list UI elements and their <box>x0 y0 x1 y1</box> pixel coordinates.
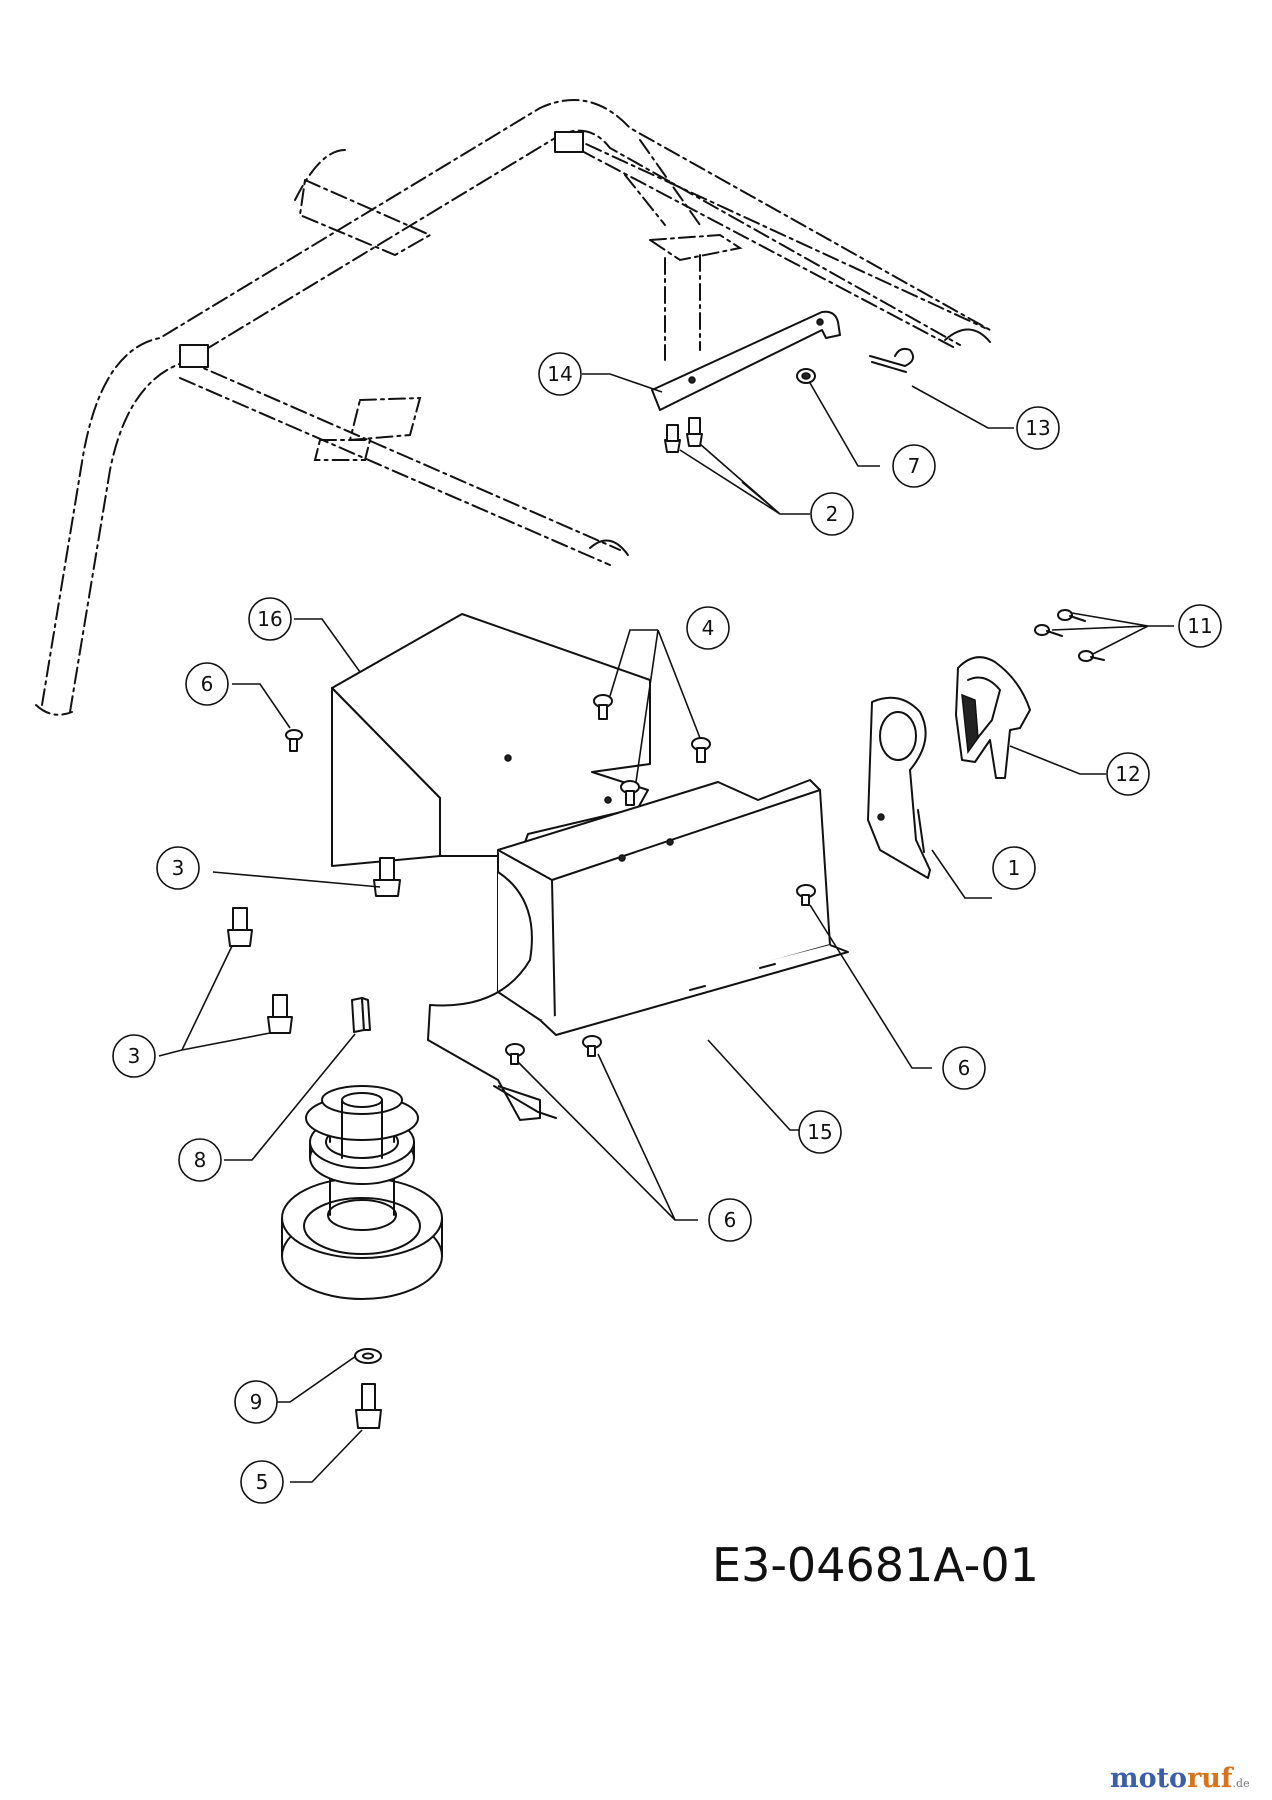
bolts-4 <box>593 694 711 806</box>
bracket-14 <box>651 310 841 411</box>
callout-label: 13 <box>1025 416 1050 440</box>
callout-label: 11 <box>1187 614 1212 638</box>
callout-label: 16 <box>257 607 282 631</box>
pulley <box>281 1085 443 1300</box>
nut-7 <box>796 368 816 384</box>
callout-label: 3 <box>128 1044 141 1068</box>
callout-6-top: 6 <box>185 662 229 706</box>
callout-label: 4 <box>702 616 715 640</box>
bolt-3-upper <box>373 857 401 897</box>
watermark-part1: moto <box>1110 1763 1188 1794</box>
callout-label: 12 <box>1115 762 1140 786</box>
callout-label: 9 <box>250 1390 263 1414</box>
callout-8: 8 <box>178 1138 222 1182</box>
watermark-logo[interactable]: motoruf.de <box>1110 1763 1250 1794</box>
callout-2: 2 <box>810 492 854 536</box>
bolts-6-guard <box>505 884 816 1065</box>
watermark-suffix: .de <box>1232 1777 1250 1790</box>
washer-9 <box>354 1348 382 1364</box>
callout-14: 14 <box>538 352 582 396</box>
callout-label: 6 <box>958 1056 971 1080</box>
callout-label: 7 <box>908 454 921 478</box>
callout-label: 14 <box>547 362 572 386</box>
bolts-3-lower <box>227 907 293 1034</box>
bolt-5 <box>355 1383 382 1429</box>
callout-3-upper: 3 <box>156 846 200 890</box>
belt-guard-15 <box>427 779 849 1121</box>
callout-label: 3 <box>172 856 185 880</box>
callout-11: 11 <box>1178 604 1222 648</box>
cover-16 <box>331 613 651 867</box>
callout-12: 12 <box>1106 752 1150 796</box>
callout-1: 1 <box>992 846 1036 890</box>
callout-label: 8 <box>194 1148 207 1172</box>
callout-label: 2 <box>826 502 839 526</box>
callout-label: 15 <box>807 1120 832 1144</box>
callout-13: 13 <box>1016 406 1060 450</box>
callout-label: 6 <box>201 672 214 696</box>
shield-12 <box>955 656 1031 779</box>
callout-4: 4 <box>686 606 730 650</box>
callout-15: 15 <box>798 1110 842 1154</box>
callout-16: 16 <box>248 597 292 641</box>
callout-7: 7 <box>892 444 936 488</box>
bolts-2 <box>664 417 703 453</box>
callout-6-right: 6 <box>942 1046 986 1090</box>
callout-label: 1 <box>1008 856 1021 880</box>
callout-label: 5 <box>256 1470 269 1494</box>
drawing-code: E3-04681A-01 <box>712 1538 1039 1592</box>
callout-label: 6 <box>724 1208 737 1232</box>
callout-6-bottom: 6 <box>708 1198 752 1242</box>
callout-9: 9 <box>234 1380 278 1424</box>
callout-3-lower: 3 <box>112 1034 156 1078</box>
screws-11 <box>1034 609 1105 662</box>
hairpin-clip-13 <box>869 347 915 373</box>
bracket-1 <box>867 696 931 879</box>
handle-frame <box>35 99 991 716</box>
bolt-6-top <box>285 729 303 752</box>
watermark-part2: ruf <box>1187 1763 1233 1794</box>
key-8 <box>351 997 371 1033</box>
callout-5: 5 <box>240 1460 284 1504</box>
